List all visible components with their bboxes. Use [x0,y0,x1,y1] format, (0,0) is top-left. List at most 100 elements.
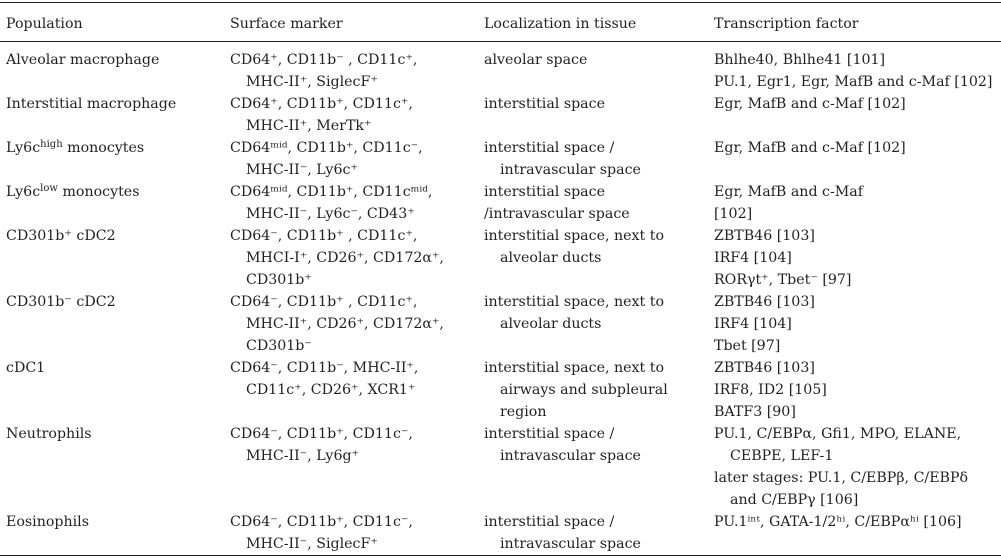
table-row: CD301b⁻ cDC2 CD64⁻, CD11b⁺ , CD11c⁺, MHC… [0,291,1001,357]
tf-line: IRF8, ID2 [105] [714,382,827,398]
tf-line: IRF4 [104] [714,250,792,266]
tf-line: and C/EBPγ [106] [730,492,859,508]
localization-cell: interstitial space, next to airways and … [478,357,708,423]
tf-line: IRF4 [104] [714,316,792,332]
marker-line: CD64⁻, CD11b⁻, MHC-II⁺, [230,360,419,376]
marker-line: CD11c⁺, CD26⁺, XCR1⁺ [246,382,416,398]
population-cell: CD301b⁻ cDC2 [6,294,116,310]
marker-cell: CD64⁻, CD11b⁺, CD11c⁻, MHC-II⁻, Ly6g⁺ [224,423,478,511]
marker-line: CD301b⁻ [246,338,312,354]
marker-line: MHC-II⁻, Ly6g⁺ [246,448,360,464]
table-row: Interstitial macrophage CD64⁺, CD11b⁺, C… [0,93,1001,137]
transcription-cell: PU.1ⁱⁿᵗ, GATA-1/2ʰⁱ, C/EBPαʰⁱ [106] [708,511,1001,556]
header-transcription-factor: Transcription factor [708,2,1001,42]
population-cell: cDC1 [6,360,46,376]
header-localization: Localization in tissue [478,2,708,42]
tf-line: PU.1ⁱⁿᵗ, GATA-1/2ʰⁱ, C/EBPαʰⁱ [106] [714,514,962,530]
population-cell: Interstitial macrophage [6,96,177,112]
marker-line: MHC-II⁺, SiglecF⁺ [246,74,378,90]
localization-line: interstitial space / [484,140,615,156]
population-cell: Neutrophils [6,426,92,442]
localization-line: interstitial space [484,96,605,112]
localization-line: interstitial space [484,184,605,200]
transcription-cell: Egr, MafB and c-Maf [102] [708,181,1001,225]
transcription-cell: ZBTB46 [103] IRF8, ID2 [105] BATF3 [90] [708,357,1001,423]
tf-line: ZBTB46 [103] [714,294,815,310]
marker-cell: CD64ᵐⁱᵈ, CD11b⁺, CD11cᵐⁱᵈ, MHC-II⁻, Ly6c… [224,181,478,225]
table-row: Ly6clow monocytes CD64ᵐⁱᵈ, CD11b⁺, CD11c… [0,181,1001,225]
tf-line: Bhlhe40, Bhlhe41 [101] [714,52,886,68]
population-cell: Eosinophils [0,511,224,556]
localization-line: interstitial space / [484,514,615,530]
marker-cell: CD64⁻, CD11b⁺ , CD11c⁺, MHCI-I⁺, CD26⁺, … [224,225,478,291]
tf-line: later stages: PU.1, C/EBPβ, C/EBPδ [714,470,969,486]
transcription-cell: PU.1, C/EBPα, Gfi1, MPO, ELANE, CEBPE, L… [708,423,1001,511]
localization-cell: interstitial space [478,93,708,137]
tf-line: Egr, MafB and c-Maf [102] [714,140,906,156]
localization-cell: interstitial space / intravascular space [478,423,708,511]
localization-line: region [500,404,547,420]
localization-cell: interstitial space, next to alveolar duc… [478,291,708,357]
marker-line: CD64⁺, CD11b⁺, CD11c⁺, [230,96,413,112]
marker-cell: CD64⁻, CD11b⁺, CD11c⁻, MHC-II⁻, SiglecF⁺ [224,511,478,556]
marker-line: CD64⁺, CD11b⁻ , CD11c⁺, [230,52,418,68]
marker-line: MHC-II⁻, Ly6c⁻, CD43⁺ [246,206,415,222]
tf-line: PU.1, Egr1, Egr, MafB and c-Maf [102] [714,74,993,90]
localization-line: airways and subpleural [500,382,668,398]
tf-line: CEBPE, LEF-1 [730,448,834,464]
localization-line: alveolar space [484,52,588,68]
localization-line: intravascular space [500,536,641,552]
table-row: Alveolar macrophage CD64⁺, CD11b⁻ , CD11… [0,42,1001,94]
localization-cell: interstitial space / intravascular space [478,137,708,181]
table-row: Ly6chigh monocytes CD64ᵐⁱᵈ, CD11b⁺, CD11… [0,137,1001,181]
marker-cell: CD64⁻, CD11b⁻, MHC-II⁺, CD11c⁺, CD26⁺, X… [224,357,478,423]
marker-cell: CD64ᵐⁱᵈ, CD11b⁺, CD11c⁻, MHC-II⁻, Ly6c⁺ [224,137,478,181]
localization-cell: interstitial space, next to alveolar duc… [478,225,708,291]
table-row: cDC1 CD64⁻, CD11b⁻, MHC-II⁺, CD11c⁺, CD2… [0,357,1001,423]
marker-line: CD301b⁺ [246,272,312,288]
header-population: Population [0,2,224,42]
table-row: Eosinophils CD64⁻, CD11b⁺, CD11c⁻, MHC-I… [0,511,1001,556]
marker-line: CD64ᵐⁱᵈ, CD11b⁺, CD11cᵐⁱᵈ, [230,184,433,200]
population-cell: Alveolar macrophage [6,52,160,68]
tf-line: ZBTB46 [103] [714,228,815,244]
localization-line: alveolar ducts [500,316,602,332]
tf-line: BATF3 [90] [714,404,796,420]
localization-line: interstitial space / [484,426,615,442]
marker-line: CD64⁻, CD11b⁺ , CD11c⁺, [230,228,418,244]
header-surface-marker: Surface marker [224,2,478,42]
localization-line: interstitial space, next to [484,228,664,244]
table-row: Neutrophils CD64⁻, CD11b⁺, CD11c⁻, MHC-I… [0,423,1001,511]
tf-line: [102] [714,206,753,222]
tf-line: Tbet [97] [714,338,781,354]
marker-cell: CD64⁻, CD11b⁺ , CD11c⁺, MHC-II⁺, CD26⁺, … [224,291,478,357]
transcription-cell: Egr, MafB and c-Maf [102] [708,93,1001,137]
transcription-cell: Bhlhe40, Bhlhe41 [101] PU.1, Egr1, Egr, … [708,42,1001,94]
localization-line: alveolar ducts [500,250,602,266]
marker-line: CD64ᵐⁱᵈ, CD11b⁺, CD11c⁻, [230,140,423,156]
localization-line: /intravascular space [484,206,630,222]
tf-line: RORγt⁺, Tbet⁻ [97] [714,272,852,288]
table-header-row: Population Surface marker Localization i… [0,2,1001,42]
tf-line: PU.1, C/EBPα, Gfi1, MPO, ELANE, [714,426,962,442]
marker-line: MHC-II⁺, CD26⁺, CD172α⁺, [246,316,444,332]
localization-line: interstitial space, next to [484,294,664,310]
tf-line: Egr, MafB and c-Maf [102] [714,96,906,112]
table-row: CD301b⁺ cDC2 CD64⁻, CD11b⁺ , CD11c⁺, MHC… [0,225,1001,291]
transcription-cell: Egr, MafB and c-Maf [102] [708,137,1001,181]
localization-cell: interstitial space / intravascular space [478,511,708,556]
marker-line: MHC-II⁺, MerTk⁺ [246,118,372,134]
localization-line: interstitial space, next to [484,360,664,376]
localization-cell: interstitial space /intravascular space [478,181,708,225]
localization-cell: alveolar space [478,42,708,94]
transcription-cell: ZBTB46 [103] IRF4 [104] RORγt⁺, Tbet⁻ [9… [708,225,1001,291]
population-cell: Ly6clow monocytes [6,183,140,201]
localization-line: intravascular space [500,162,641,178]
tf-line: Egr, MafB and c-Maf [714,184,864,200]
localization-line: intravascular space [500,448,641,464]
marker-line: MHC-II⁻, Ly6c⁺ [246,162,358,178]
transcription-cell: ZBTB46 [103] IRF4 [104] Tbet [97] [708,291,1001,357]
marker-line: CD64⁻, CD11b⁺, CD11c⁻, [230,426,413,442]
